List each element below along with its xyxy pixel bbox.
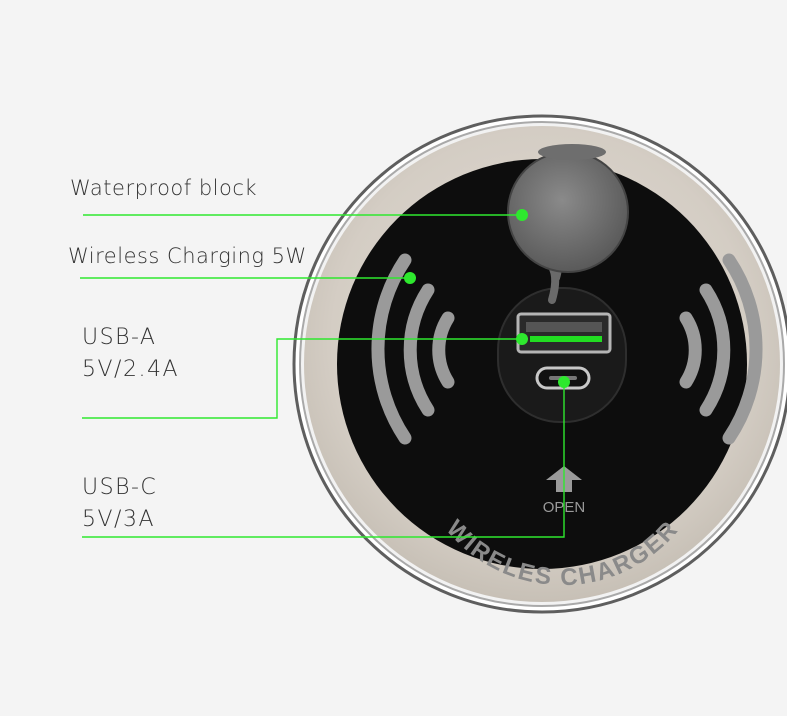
leader-line-usb-a [82, 338, 522, 419]
leader-lines [80, 214, 565, 538]
callout-wireless-charging: Wireless Charging 5W [68, 244, 307, 268]
callout-waterproof-block: Waterproof block [70, 176, 258, 200]
usb-a-title: USB-A [82, 325, 157, 350]
waterproof-cap-tab [538, 144, 606, 160]
callout-usb-c: USB-C 5V/3A [82, 472, 157, 536]
usb-a-tongue [526, 322, 602, 332]
leader-dots [404, 209, 570, 388]
dot-usb-a [516, 333, 528, 345]
usb-c-spec: 5V/3A [82, 507, 156, 532]
callout-usb-a: USB-A 5V/2.4A [82, 322, 179, 386]
leader-line-usb-c [82, 382, 565, 538]
usb-a-port[interactable] [516, 312, 612, 354]
usb-a-indicator [530, 336, 602, 342]
wireless-waves-right-icon [679, 253, 763, 445]
dot-wireless [404, 272, 416, 284]
dot-waterproof [516, 209, 528, 221]
usb-c-title: USB-C [82, 475, 158, 500]
dot-usb-c [558, 376, 570, 388]
usb-a-spec: 5V/2.4A [82, 357, 179, 382]
wireless-waves-left-icon [371, 253, 455, 445]
port-housing [497, 287, 627, 423]
